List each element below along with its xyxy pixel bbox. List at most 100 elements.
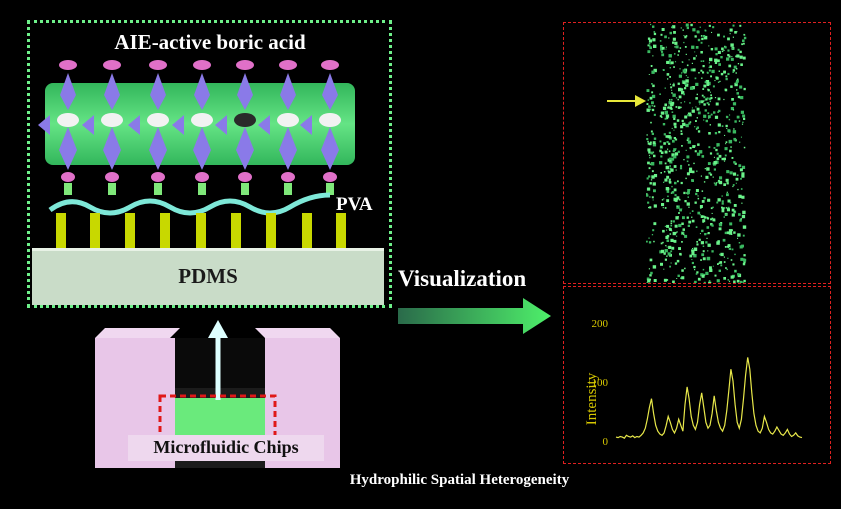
fluorescence-speckle <box>702 268 705 271</box>
fluorescence-speckle <box>740 136 742 138</box>
fluorescence-speckle <box>727 199 730 202</box>
fluorescence-speckle <box>710 91 711 93</box>
fluorescence-speckle <box>701 274 705 278</box>
fluorescence-speckle <box>651 104 653 107</box>
fluorescence-speckle <box>734 270 736 272</box>
fluorescence-speckle <box>647 44 650 47</box>
fluorescence-speckle <box>679 96 682 98</box>
fluorescence-speckle <box>667 78 669 80</box>
fluorescence-speckle <box>728 118 731 121</box>
fluorescence-speckle <box>709 152 713 155</box>
fluorescence-speckle <box>702 65 705 68</box>
fluorescence-speckle <box>731 208 735 212</box>
fluorescence-speckle <box>711 31 713 33</box>
fluorescence-speckle <box>689 147 692 149</box>
fluorescence-speckle <box>651 132 654 135</box>
fluorescence-speckle <box>691 252 695 256</box>
fluorescence-speckle <box>646 103 649 105</box>
fluorescence-speckle <box>683 191 686 195</box>
fluorescence-speckle <box>680 130 683 132</box>
fluorescence-speckle <box>684 36 687 39</box>
fluorescence-speckle <box>651 83 653 85</box>
fluorescence-speckle <box>666 255 668 257</box>
fluorescence-speckle <box>670 250 673 253</box>
fluorescence-speckle <box>713 161 717 165</box>
fluorescence-speckle <box>693 254 697 258</box>
fluorescence-speckle <box>710 218 713 221</box>
fluorescence-speckle <box>685 23 689 27</box>
fluorescence-speckle <box>669 228 672 231</box>
fluorescence-speckle <box>710 48 714 51</box>
fluorescence-speckle <box>681 222 684 225</box>
fluorescence-speckle <box>670 86 673 89</box>
fluorescence-speckle <box>706 256 711 261</box>
fluorescence-speckle <box>708 132 711 135</box>
fluorescence-speckle <box>743 42 745 45</box>
fluorescence-speckle <box>676 235 678 237</box>
fluorescence-speckle <box>669 265 671 268</box>
fluorescence-speckle <box>685 53 687 55</box>
fluorescence-speckle <box>652 84 655 88</box>
fluorescence-speckle <box>720 252 724 257</box>
fluorescence-speckle <box>694 126 696 128</box>
fluorescence-speckle <box>672 114 676 118</box>
fluorescence-speckle <box>716 241 720 245</box>
fluorescence-speckle <box>648 42 651 45</box>
fluorescence-speckle <box>717 263 719 265</box>
fluorescence-speckle <box>653 279 657 282</box>
fluorescence-speckle <box>721 207 725 210</box>
fluorescence-speckle <box>691 62 693 64</box>
fluorescence-speckle <box>709 266 712 270</box>
fluorescence-speckle <box>681 269 684 272</box>
fluorescence-speckle <box>677 82 680 85</box>
fluorescence-speckle <box>726 127 728 129</box>
fluorescence-speckle <box>689 212 691 214</box>
fluorescence-speckle <box>685 75 687 77</box>
pdms-slab <box>32 248 384 305</box>
fluorescence-speckle <box>646 89 650 92</box>
fluorescence-speckle <box>653 174 658 178</box>
fluorescence-speckle <box>648 45 651 47</box>
fluorescence-speckle <box>721 50 724 53</box>
fluorescence-speckle <box>718 70 720 72</box>
fluorescence-speckle <box>717 198 721 202</box>
fluorescence-speckle <box>726 231 730 235</box>
fluorescence-speckle <box>691 259 693 261</box>
fluorescence-speckle <box>729 28 733 32</box>
fluorescence-speckle <box>649 142 652 146</box>
fluorescence-speckle <box>708 281 712 283</box>
fluorescence-speckle <box>691 210 694 212</box>
fluorescence-speckle <box>687 137 690 140</box>
fluorescence-speckle <box>706 71 709 74</box>
fluorescence-speckle <box>736 174 739 177</box>
fluorescence-speckle <box>648 167 651 170</box>
fluorescence-speckle <box>722 238 726 242</box>
fluorescence-speckle <box>678 50 680 53</box>
fluorescence-speckle <box>730 259 733 261</box>
fluorescence-speckle <box>693 58 696 60</box>
fluorescence-speckle <box>649 108 652 111</box>
fluorescence-speckle <box>710 94 712 97</box>
fluorescence-speckle <box>683 35 685 37</box>
fluorescence-speckle <box>725 178 729 182</box>
fluorescence-speckle <box>703 35 708 40</box>
fluorescence-speckle <box>736 115 740 119</box>
fluorescence-speckle <box>723 216 725 218</box>
fluorescence-speckle <box>743 258 746 261</box>
fluorescence-speckle <box>681 91 685 95</box>
fluorescence-speckle <box>708 24 711 27</box>
fluorescence-speckle <box>668 54 672 58</box>
fluorescence-speckle <box>721 206 723 209</box>
fluorescence-speckle <box>741 172 745 176</box>
fluorescence-speckle <box>674 262 678 265</box>
fluorescence-speckle <box>703 84 707 88</box>
fluorescence-speckle <box>653 32 657 36</box>
fluorescence-speckle <box>743 33 745 36</box>
fluorescence-speckle <box>724 134 726 136</box>
fluorescence-speckle <box>702 71 705 74</box>
fluorescence-speckle <box>675 138 678 141</box>
fluorescence-speckle <box>717 181 719 184</box>
fluorescence-speckle <box>669 165 671 167</box>
fluorescence-speckle <box>651 91 654 94</box>
fluorescence-speckle <box>662 229 665 233</box>
